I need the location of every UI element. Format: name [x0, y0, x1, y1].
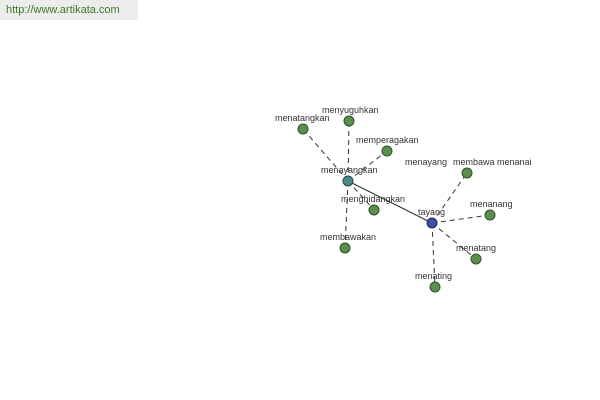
node-membawakan[interactable]: [339, 242, 351, 254]
edges-layer: [302, 120, 491, 288]
node-menayangkan[interactable]: [342, 175, 354, 187]
node-menanang[interactable]: [484, 209, 496, 221]
node-menatang[interactable]: [470, 253, 482, 265]
node-label-menghidangkan[interactable]: menghidangkan: [341, 194, 405, 204]
nodes-layer: [297, 115, 496, 293]
node-label-menating[interactable]: menating: [415, 271, 452, 281]
node-menyuguhkan[interactable]: [343, 115, 355, 127]
node-label-membawakan[interactable]: membawakan: [320, 232, 376, 242]
node-label-memperagakan[interactable]: memperagakan: [356, 135, 419, 145]
node-menating[interactable]: [429, 281, 441, 293]
edge-menayangkan-tayang: [347, 180, 433, 224]
node-label-menatangkan[interactable]: menatangkan: [275, 113, 330, 123]
edge-tayang-menatang: [431, 222, 477, 260]
node-menghidangkan[interactable]: [368, 204, 380, 216]
node-label-menayang[interactable]: menayang: [405, 157, 447, 167]
source-url-banner[interactable]: http://www.artikata.com: [0, 0, 138, 20]
node-tayang[interactable]: [426, 217, 438, 229]
edge-menayangkan-menatangkan: [302, 128, 349, 182]
edge-tayang-menanang: [431, 214, 491, 224]
node-label-menyuguhkan[interactable]: menyuguhkan: [322, 105, 379, 115]
node-label-menayangkan[interactable]: menayangkan: [321, 165, 378, 175]
edge-menayangkan-menyuguhkan: [347, 120, 350, 182]
node-label-menatang[interactable]: menatang: [456, 243, 496, 253]
node-label-membawa-menanai[interactable]: membawa menanai: [453, 157, 532, 167]
edge-tayang-menating: [431, 222, 436, 288]
node-menatangkan[interactable]: [297, 123, 309, 135]
node-membawa-menanai[interactable]: [461, 167, 473, 179]
node-label-menanang[interactable]: menanang: [470, 199, 513, 209]
node-label-tayang[interactable]: tayang: [418, 207, 445, 217]
edge-menayangkan-menghidangkan: [347, 180, 375, 211]
edge-tayang-membawa-menanai: [431, 172, 468, 224]
node-memperagakan[interactable]: [381, 145, 393, 157]
edge-menayangkan-membawakan: [344, 180, 349, 249]
